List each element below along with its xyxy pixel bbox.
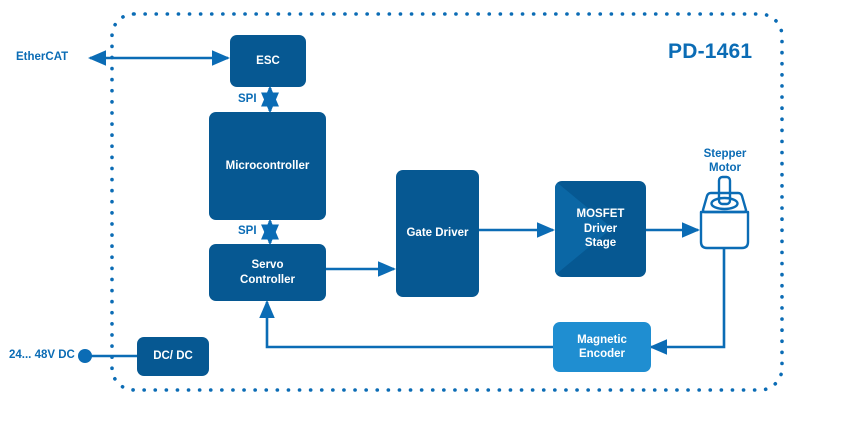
block-servo-controller-label-line1: Servo bbox=[251, 259, 284, 272]
page-title: PD-1461 bbox=[668, 40, 753, 63]
connection-motor-magnetic-encoder bbox=[648, 248, 726, 355]
block-magnetic-encoder[interactable]: Magnetic Encoder bbox=[553, 322, 651, 372]
device-boundary-dotted-rect bbox=[110, 12, 784, 392]
block-dc-dc[interactable]: DC/ DC bbox=[137, 337, 209, 376]
block-dc-dc-label: DC/ DC bbox=[153, 350, 193, 363]
block-esc-label: ESC bbox=[256, 54, 280, 67]
block-gate-driver-label: Gate Driver bbox=[406, 227, 469, 240]
power-terminal-dot-icon bbox=[78, 349, 92, 363]
stepper-motor-icon bbox=[699, 175, 750, 250]
label-stepper-motor-line2: Motor bbox=[709, 161, 741, 174]
block-mosfet-label-line1: MOSFET bbox=[576, 208, 625, 221]
label-ethercat: EtherCAT bbox=[16, 51, 69, 63]
block-mosfet-label-line2: Driver bbox=[583, 222, 618, 235]
block-microcontroller[interactable]: Microcontroller bbox=[209, 112, 326, 220]
label-spi-upper: SPI bbox=[238, 93, 257, 105]
label-stepper-motor-line1: Stepper bbox=[703, 148, 747, 160]
block-magnetic-encoder-label-line2: Encoder bbox=[578, 348, 625, 360]
block-microcontroller-label: Microcontroller bbox=[225, 159, 310, 172]
connection-encoder-servo-feedback bbox=[259, 299, 553, 349]
block-mosfet-driver-stage[interactable]: MOSFET Driver Stage bbox=[555, 181, 646, 277]
block-mosfet-label-line3: Stage bbox=[584, 237, 617, 250]
label-spi-lower: SPI bbox=[238, 225, 257, 237]
block-magnetic-encoder-label-line1: Magnetic bbox=[577, 333, 627, 346]
block-esc[interactable]: ESC bbox=[230, 35, 306, 87]
block-servo-controller-label-line2: Controller bbox=[240, 273, 295, 286]
block-gate-driver[interactable]: Gate Driver bbox=[396, 170, 479, 297]
block-servo-controller[interactable]: Servo Controller bbox=[209, 244, 326, 301]
label-stepper-motor: Stepper Motor bbox=[686, 148, 764, 176]
label-power-input: 24... 48V DC bbox=[9, 349, 75, 361]
